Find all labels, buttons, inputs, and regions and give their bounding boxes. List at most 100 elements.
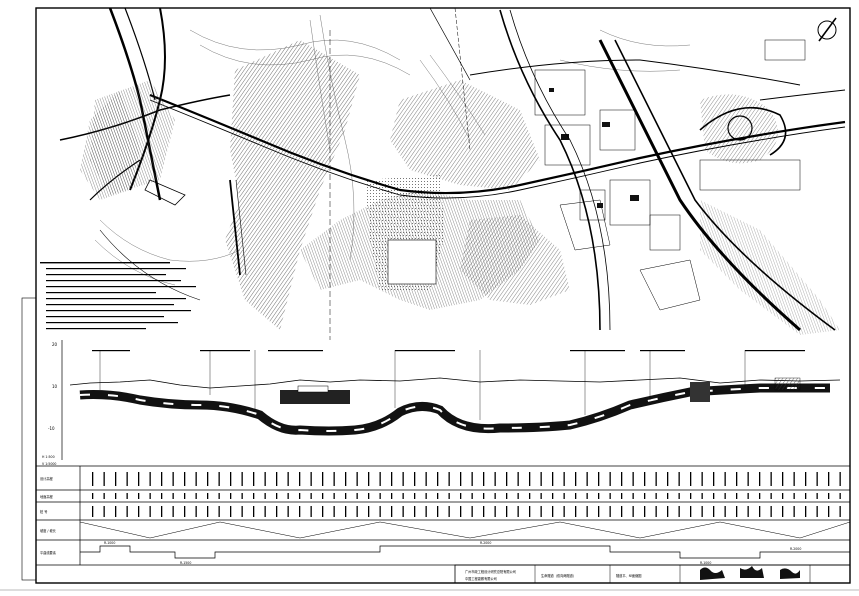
table-value-mark — [816, 506, 818, 517]
table-value-mark — [138, 493, 140, 499]
table-value-mark — [655, 493, 657, 499]
table-value-mark — [460, 472, 462, 486]
table-value-mark — [782, 506, 784, 517]
table-value-mark — [391, 493, 393, 499]
table-value-mark — [207, 472, 209, 486]
table-value-mark — [586, 506, 588, 517]
table-value-mark — [793, 472, 795, 486]
table-value-mark — [414, 472, 416, 486]
table-value-mark — [184, 493, 186, 499]
table-value-mark — [138, 506, 140, 517]
interchange-hatch — [700, 94, 778, 164]
table-value-mark — [724, 506, 726, 517]
table-value-mark — [828, 472, 830, 486]
table-value-mark — [839, 472, 841, 486]
table-value-mark — [540, 506, 542, 517]
table-value-mark — [506, 506, 508, 517]
table-value-mark — [356, 493, 358, 499]
title-block: 广州市政工程设计研究总院有限公司 中国工程勘察有限公司 生命隧道（双向两隧道） … — [454, 564, 851, 584]
table-value-mark — [230, 493, 232, 499]
table-value-mark — [655, 472, 657, 486]
table-value-mark — [184, 506, 186, 517]
table-value-mark — [713, 506, 715, 517]
table-value-mark — [770, 472, 772, 486]
profile-view: 20 10 -10 H 1:500 V 1:5000 — [42, 340, 841, 466]
table-value-mark — [92, 472, 94, 486]
table-value-mark — [678, 506, 680, 517]
table-value-mark — [149, 472, 151, 486]
table-value-mark — [299, 506, 301, 517]
table-value-mark — [816, 493, 818, 499]
terrain-hatch-south — [460, 215, 570, 305]
table-value-mark — [759, 472, 761, 486]
row-label-grade: 坡度 / 坡长 — [40, 528, 57, 533]
table-value-mark — [713, 472, 715, 486]
table-value-mark — [747, 493, 749, 499]
table-value-mark — [218, 493, 220, 499]
table-value-mark — [161, 493, 163, 499]
table-value-mark — [460, 506, 462, 517]
table-value-mark — [287, 506, 289, 517]
table-value-mark — [126, 472, 128, 486]
table-value-mark — [586, 472, 588, 486]
table-value-mark — [644, 506, 646, 517]
table-value-mark — [494, 472, 496, 486]
table-value-mark — [736, 493, 738, 499]
table-value-mark — [747, 472, 749, 486]
row-label-stake: 桩 号 — [40, 509, 47, 514]
table-value-marks — [92, 472, 841, 517]
table-value-mark — [816, 472, 818, 486]
curve-label-5: R-2000 — [790, 547, 801, 551]
table-value-mark — [368, 493, 370, 499]
table-value-mark — [402, 506, 404, 517]
table-value-mark — [253, 493, 255, 499]
table-value-mark — [299, 472, 301, 486]
table-value-mark — [736, 472, 738, 486]
table-value-mark — [483, 506, 485, 517]
table-value-mark — [644, 472, 646, 486]
table-value-mark — [598, 506, 600, 517]
sheet-title: 隧道平、纵面缩图 — [616, 573, 642, 578]
table-value-mark — [460, 493, 462, 499]
company-name: 广州市政工程设计研究总院有限公司 — [465, 569, 516, 574]
table-value-mark — [333, 506, 335, 517]
table-value-mark — [368, 472, 370, 486]
table-value-mark — [345, 472, 347, 486]
table-value-mark — [552, 472, 554, 486]
table-value-mark — [333, 472, 335, 486]
table-value-mark — [828, 493, 830, 499]
table-value-mark — [322, 472, 324, 486]
table-value-mark — [563, 472, 565, 486]
table-value-mark — [402, 493, 404, 499]
table-value-mark — [494, 506, 496, 517]
table-value-mark — [322, 506, 324, 517]
table-value-mark — [299, 493, 301, 499]
table-value-mark — [356, 506, 358, 517]
curve-label-3: R-2000 — [480, 541, 491, 545]
scale-v: V 1:5000 — [42, 462, 56, 466]
table-value-mark — [379, 472, 381, 486]
table-value-mark — [667, 493, 669, 499]
project-title: 生命隧道（双向两隧道） — [541, 573, 576, 578]
table-value-mark — [195, 506, 197, 517]
table-value-mark — [172, 493, 174, 499]
table-value-mark — [414, 506, 416, 517]
table-value-mark — [805, 472, 807, 486]
table-value-mark — [115, 493, 117, 499]
elev-tick-20: 20 — [52, 342, 58, 347]
table-value-mark — [391, 472, 393, 486]
table-value-mark — [517, 493, 519, 499]
table-value-mark — [609, 506, 611, 517]
table-value-mark — [379, 493, 381, 499]
table-value-mark — [195, 472, 197, 486]
table-value-mark — [690, 493, 692, 499]
table-value-mark — [632, 493, 634, 499]
signature-marks — [700, 566, 800, 580]
table-value-mark — [115, 472, 117, 486]
table-value-mark — [529, 472, 531, 486]
north-arrow-icon — [817, 17, 837, 42]
table-value-mark — [598, 493, 600, 499]
table-value-mark — [621, 506, 623, 517]
table-value-mark — [333, 493, 335, 499]
table-value-mark — [563, 506, 565, 517]
